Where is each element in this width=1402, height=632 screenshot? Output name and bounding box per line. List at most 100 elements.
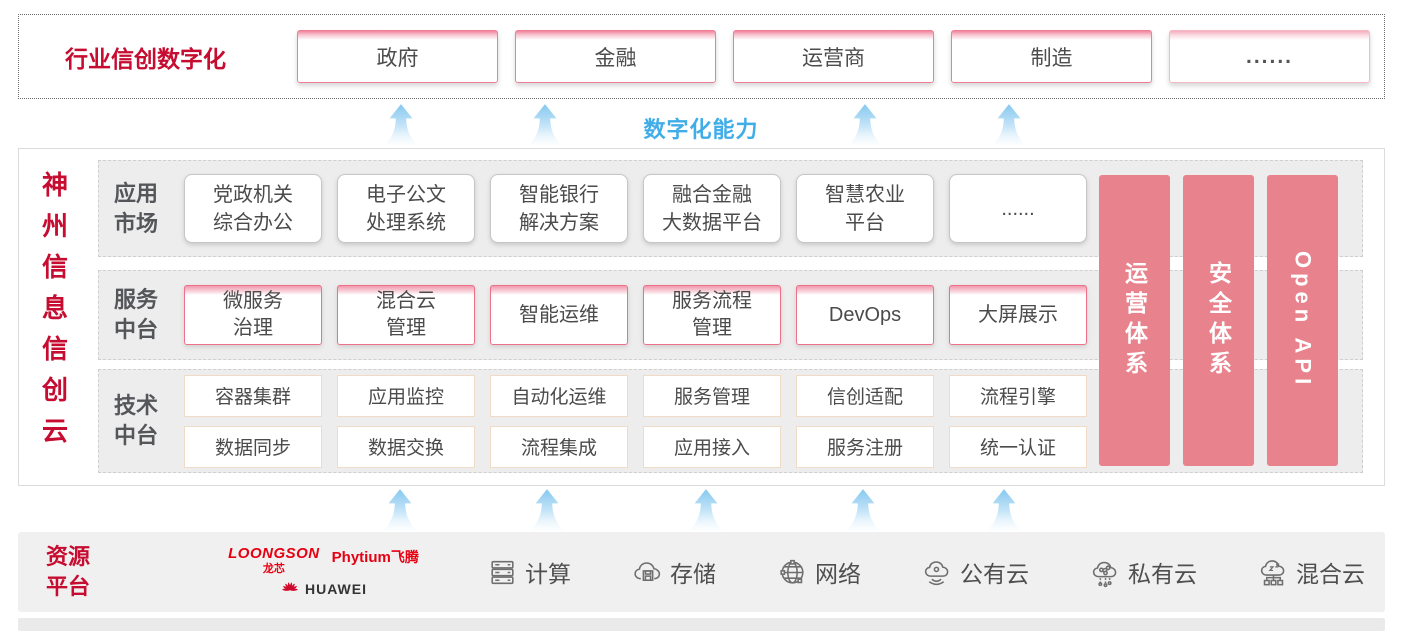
tech-box-label: 自动化运维	[511, 387, 607, 408]
huawei-logo: HUAWEI	[280, 579, 367, 599]
pillar-security-system: 安全体系	[1183, 175, 1254, 466]
service-box: 混合云 管理	[337, 285, 475, 345]
tech-band-items: 容器集群 应用监控 自动化运维 服务管理 信创适配 流程引擎 数据同步 数据交换…	[184, 374, 1087, 468]
vendor-row: LOONGSON 龙芯 Phytium飞腾	[228, 545, 419, 576]
tech-box: 数据同步	[184, 425, 322, 468]
app-box: 智能银行 解决方案	[490, 174, 628, 243]
resource-items: 计算 存储 网络	[486, 555, 1365, 589]
resource-item-network: 网络	[776, 555, 861, 589]
tech-box-label: 信创适配	[826, 387, 903, 408]
service-box: 大屏展示	[949, 285, 1087, 345]
up-arrow-icon	[844, 489, 882, 531]
tech-box: 服务管理	[643, 374, 781, 417]
resource-item-private-cloud: 私有云	[1089, 555, 1197, 589]
pillar-label: 安全体系	[1205, 260, 1232, 381]
resource-label: 混合云	[1296, 561, 1365, 587]
industry-box-government: 政府	[297, 30, 498, 83]
tech-box: 服务注册	[796, 425, 934, 468]
up-arrow-icon	[990, 104, 1028, 146]
industry-label: 制造	[1030, 46, 1073, 70]
tech-band: 技术 中台 容器集群 应用监控 自动化运维 服务管理 信创适配 流程引擎 数据同…	[98, 369, 1363, 473]
industry-label: 金融	[594, 46, 637, 70]
tech-box-label: 应用监控	[367, 387, 444, 408]
huawei-name: HUAWEI	[305, 581, 367, 597]
tech-row-bottom: 数据同步 数据交换 流程集成 应用接入 服务注册 统一认证	[184, 425, 1087, 468]
service-box-label: 混合云 管理	[376, 290, 436, 339]
up-arrow-icon	[382, 104, 420, 146]
resource-title: 资源 平台	[46, 544, 91, 599]
app-box: 党政机关 综合办公	[184, 174, 322, 243]
service-box: 微服务 治理	[184, 285, 322, 345]
resource-item-storage: 存储	[631, 555, 716, 589]
tech-box-label: 服务管理	[673, 387, 750, 408]
app-box-label: 电子公文 处理系统	[366, 183, 446, 234]
tech-box: 流程引擎	[949, 374, 1087, 417]
service-box-label: 微服务 治理	[223, 290, 283, 339]
resource-label: 存储	[670, 561, 716, 587]
tech-box: 容器集群	[184, 374, 322, 417]
tech-box-label: 数据同步	[214, 438, 291, 459]
platform-box: 神州信息信创云 应用 市场 党政机关 综合办公 电子公文 处理系统 智能银行 解…	[18, 148, 1385, 486]
app-box-label: 智慧农业 平台	[825, 183, 905, 234]
resource-item-compute: 计算	[486, 555, 571, 589]
industry-row: 政府 金融 运营商 制造 ......	[297, 30, 1370, 83]
phytium-name: Phytium	[331, 549, 391, 566]
app-box-more: ......	[949, 174, 1087, 243]
tech-box-label: 流程集成	[520, 438, 597, 459]
network-icon	[780, 559, 804, 584]
service-box: 智能运维	[490, 285, 628, 345]
storage-icon	[634, 561, 661, 581]
service-box-label: 智能运维	[519, 303, 599, 326]
service-band-label: 服务 中台	[114, 287, 159, 342]
phytium-logo: Phytium飞腾	[332, 547, 419, 567]
industry-label: 运营商	[802, 46, 865, 70]
pillar-label: 运营体系	[1121, 260, 1148, 381]
service-box: 服务流程 管理	[643, 285, 781, 345]
tech-box-label: 数据交换	[367, 438, 444, 459]
app-box-label: 智能银行 解决方案	[519, 183, 599, 234]
app-box: 融合金融 大数据平台	[643, 174, 781, 243]
pillar-label: Open API	[1290, 251, 1316, 390]
resource-item-public-cloud: 公有云	[921, 555, 1029, 589]
huawei-flower-icon	[281, 582, 299, 591]
loongson-name: LOONGSON	[228, 545, 320, 562]
industry-band: 行业信创数字化 政府 金融 运营商 制造 ......	[18, 14, 1385, 99]
public-cloud-icon	[924, 560, 949, 585]
private-cloud-icon	[1092, 561, 1117, 587]
app-market-label: 应用 市场	[114, 180, 159, 236]
up-arrow-icon	[528, 489, 566, 531]
tech-box: 流程集成	[490, 425, 628, 468]
tech-box: 应用监控	[337, 374, 475, 417]
industry-label: ......	[1245, 44, 1293, 68]
resource-band: 资源 平台 LOONGSON 龙芯 Phytium飞腾	[18, 532, 1385, 612]
industry-box-finance: 金融	[515, 30, 716, 83]
industry-box-operator: 运营商	[733, 30, 934, 83]
up-arrow-icon	[526, 104, 564, 146]
tech-box-label: 统一认证	[979, 438, 1056, 459]
footer-bar	[18, 618, 1385, 631]
app-box-label: ......	[1001, 197, 1035, 220]
capability-label: 数字化能力	[643, 117, 759, 142]
resource-label: 计算	[525, 561, 571, 587]
app-market-items: 党政机关 综合办公 电子公文 处理系统 智能银行 解决方案 融合金融 大数据平台…	[184, 174, 1087, 243]
tech-box: 统一认证	[949, 425, 1087, 468]
compute-icon	[491, 560, 514, 584]
vendor-logos: LOONGSON 龙芯 Phytium飞腾	[216, 545, 431, 599]
service-box-label: 服务流程 管理	[672, 290, 752, 339]
tech-box: 自动化运维	[490, 374, 628, 417]
platform-title: 神州信息信创云	[41, 170, 68, 446]
app-market-band: 应用 市场 党政机关 综合办公 电子公文 处理系统 智能银行 解决方案 融合金融…	[98, 160, 1363, 257]
app-box: 电子公文 处理系统	[337, 174, 475, 243]
up-arrow-icon	[687, 489, 725, 531]
service-band: 服务 中台 微服务 治理 混合云 管理 智能运维 服务流程 管理 DevOps …	[98, 270, 1363, 360]
up-arrow-icon	[985, 489, 1023, 531]
tech-band-label: 技术 中台	[114, 393, 159, 448]
service-box-label: 大屏展示	[978, 303, 1058, 326]
industry-band-title: 行业信创数字化	[65, 45, 226, 72]
tech-box: 信创适配	[796, 374, 934, 417]
resource-label: 网络	[815, 561, 861, 587]
tech-row-top: 容器集群 应用监控 自动化运维 服务管理 信创适配 流程引擎	[184, 374, 1087, 417]
industry-box-more: ......	[1169, 30, 1370, 83]
hybrid-cloud-icon	[1260, 559, 1285, 585]
